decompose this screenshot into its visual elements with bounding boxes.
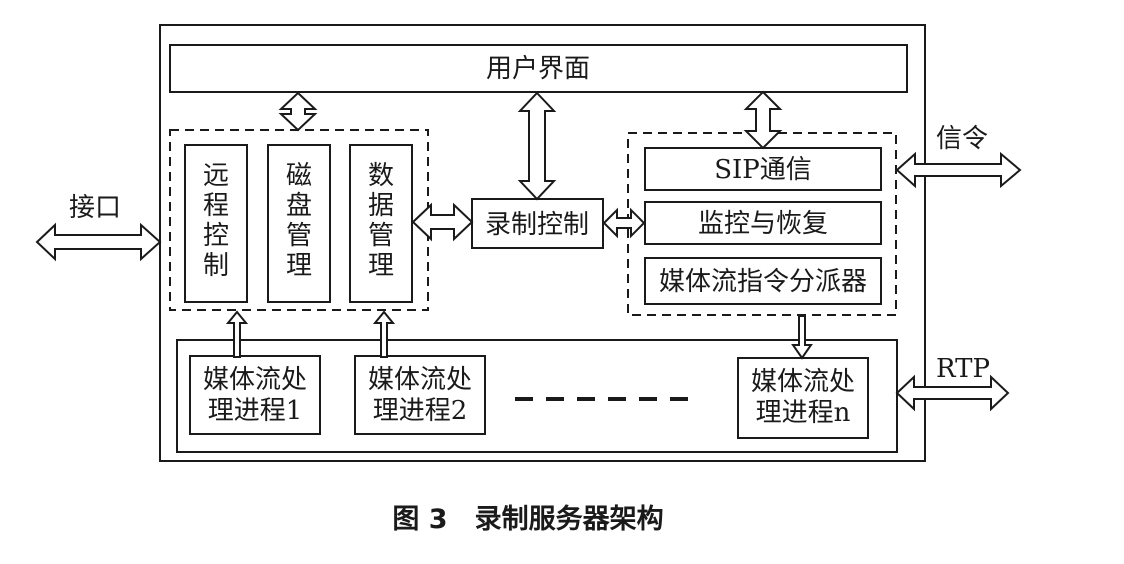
figure-caption: 图 3 录制服务器架构: [392, 504, 663, 535]
arrow-ui-left-group: [278, 91, 318, 132]
process-1-line1: 媒体流处: [203, 365, 307, 395]
module-data-management: [349, 144, 413, 303]
dispatcher-box: [644, 257, 882, 305]
arrow-data-record-control: [411, 202, 474, 242]
record-control-box: [471, 198, 604, 249]
sip-label: SIP通信: [714, 155, 812, 185]
arrow-signaling: [895, 151, 1022, 189]
rtp-label: RTP: [936, 354, 990, 384]
signaling-label: 信令: [936, 124, 988, 154]
sip-box: [644, 147, 882, 191]
record-control-label: 录制控制: [485, 210, 589, 240]
arrow-interface: [35, 222, 162, 262]
arrow-rtp: [895, 374, 1010, 412]
svg-text:控: 控: [203, 221, 229, 251]
svg-text:理: 理: [368, 251, 394, 281]
arrow-ui-right-group: [743, 90, 783, 150]
arrow-process1-remote-control: [225, 310, 249, 358]
process-2-line2: 理进程2: [373, 396, 468, 426]
svg-text:据: 据: [368, 191, 394, 221]
svg-text:磁: 磁: [286, 161, 312, 191]
ui-label: 用户界面: [486, 54, 590, 84]
monitor-label: 监控与恢复: [698, 209, 828, 239]
svg-text:制: 制: [203, 251, 229, 281]
arrow-ui-record-control: [517, 91, 557, 201]
dispatcher-label: 媒体流指令分派器: [659, 267, 867, 297]
module-disk-management-label: 磁 盘 管 理: [286, 161, 312, 281]
arrow-process2-data-management: [372, 310, 396, 358]
svg-text:数: 数: [368, 161, 394, 191]
arrow-record-control-right-group: [602, 207, 646, 239]
process-box-1: [189, 355, 321, 435]
process-n-line2: 理进程n: [756, 398, 851, 428]
arrow-dispatcher-process-n: [791, 315, 813, 360]
svg-text:管: 管: [368, 221, 394, 251]
module-remote-control-label: 远 程 控 制: [203, 161, 229, 281]
svg-text:远: 远: [203, 161, 229, 191]
monitor-box: [644, 201, 882, 245]
svg-text:盘: 盘: [286, 191, 312, 221]
svg-text:程: 程: [203, 191, 229, 221]
process-1-line2: 理进程1: [208, 396, 303, 426]
process-box-2: [354, 355, 486, 435]
ui-box: [169, 44, 908, 93]
svg-text:管: 管: [286, 221, 312, 251]
process-box-n: [737, 357, 869, 439]
module-data-management-label: 数 据 管 理: [368, 161, 394, 281]
svg-text:理: 理: [286, 251, 312, 281]
module-disk-management: [267, 144, 331, 303]
interface-label: 接口: [69, 193, 121, 223]
process-n-line1: 媒体流处: [751, 367, 855, 397]
module-remote-control: [184, 144, 248, 303]
process-2-line1: 媒体流处: [368, 365, 472, 395]
